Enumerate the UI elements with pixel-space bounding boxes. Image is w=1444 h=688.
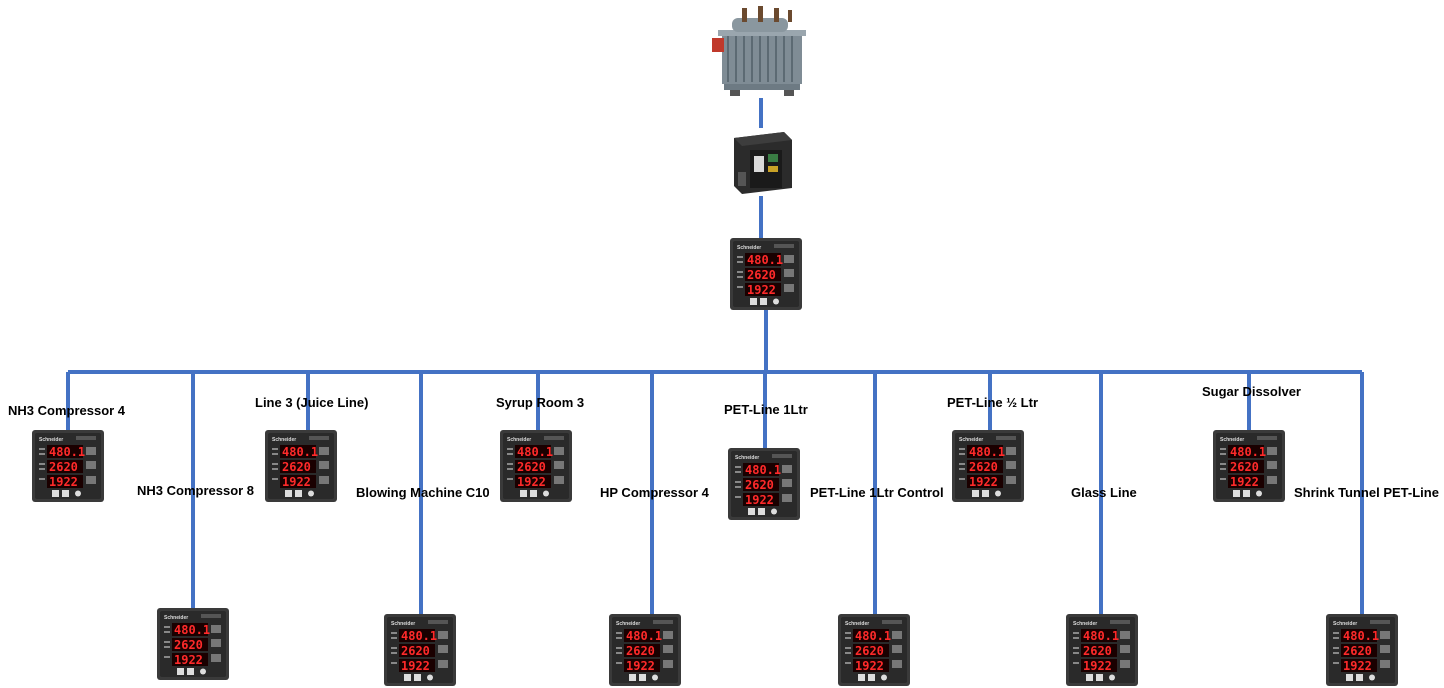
feeder-meter-glass-line: Schneider 480.1 2620 1922: [1066, 614, 1138, 686]
feeder-label-pet-line-1ltr-control: PET-Line 1Ltr Control: [810, 485, 944, 500]
svg-text:2620: 2620: [1083, 644, 1112, 658]
svg-text:480.1: 480.1: [401, 629, 437, 643]
svg-text:2620: 2620: [626, 644, 655, 658]
main-power-meter-icon: Schneider 480.1 2620 1922: [730, 238, 802, 310]
svg-text:2620: 2620: [855, 644, 884, 658]
svg-text:Schneider: Schneider: [959, 437, 983, 443]
feeder-label-hp-compressor-4: HP Compressor 4: [600, 485, 709, 500]
svg-text:1922: 1922: [747, 283, 776, 297]
svg-text:2620: 2620: [745, 478, 774, 492]
svg-text:480.1: 480.1: [517, 445, 553, 459]
feeder-meter-syrup-room-3: Schneider 480.1 2620 1922: [500, 430, 572, 502]
svg-text:1922: 1922: [517, 475, 546, 489]
svg-text:2620: 2620: [1343, 644, 1372, 658]
svg-text:480.1: 480.1: [969, 445, 1005, 459]
feeder-meter-blowing-machine-c10: Schneider 480.1 2620 1922: [384, 614, 456, 686]
feeder-meter-pet-line-1ltr-control: Schneider 480.1 2620 1922: [838, 614, 910, 686]
svg-text:1922: 1922: [401, 659, 430, 673]
svg-text:1922: 1922: [1083, 659, 1112, 673]
svg-text:1922: 1922: [855, 659, 884, 673]
feeder-label-shrink-tunnel-pet-line: Shrink Tunnel PET-Line: [1294, 485, 1439, 500]
svg-text:2620: 2620: [517, 460, 546, 474]
svg-text:2620: 2620: [401, 644, 430, 658]
circuit-breaker-icon: [728, 128, 796, 196]
svg-text:Schneider: Schneider: [272, 437, 296, 443]
svg-text:480.1: 480.1: [282, 445, 318, 459]
svg-text:2620: 2620: [969, 460, 998, 474]
svg-text:480.1: 480.1: [745, 463, 781, 477]
feeder-label-pet-line-half-ltr: PET-Line ½ Ltr: [947, 395, 1039, 410]
svg-text:Schneider: Schneider: [1333, 621, 1357, 627]
svg-text:Schneider: Schneider: [845, 621, 869, 627]
svg-text:480.1: 480.1: [1230, 445, 1266, 459]
svg-text:480.1: 480.1: [626, 629, 662, 643]
feeder-meter-hp-compressor-4: Schneider 480.1 2620 1922: [609, 614, 681, 686]
svg-text:1922: 1922: [282, 475, 311, 489]
svg-text:Schneider: Schneider: [39, 437, 63, 443]
svg-text:Schneider: Schneider: [1220, 437, 1244, 443]
svg-text:1922: 1922: [745, 493, 774, 507]
feeder-meter-sugar-dissolver: Schneider 480.1 2620 1922: [1213, 430, 1285, 502]
svg-text:1922: 1922: [969, 475, 998, 489]
feeder-meter-nh3-compressor-8: Schneider 480.1 2620 1922: [157, 608, 229, 680]
svg-text:Schneider: Schneider: [164, 615, 188, 621]
feeder-label-glass-line: Glass Line: [1071, 485, 1137, 500]
svg-text:1922: 1922: [1230, 475, 1259, 489]
feeder-meter-shrink-tunnel-pet-line: Schneider 480.1 2620 1922: [1326, 614, 1398, 686]
svg-text:480.1: 480.1: [49, 445, 85, 459]
svg-text:Schneider: Schneider: [737, 245, 761, 251]
svg-text:Schneider: Schneider: [735, 455, 759, 461]
svg-text:1922: 1922: [49, 475, 78, 489]
feeder-label-line-3-juice-line: Line 3 (Juice Line): [255, 395, 369, 410]
svg-text:Schneider: Schneider: [1073, 621, 1097, 627]
svg-text:2620: 2620: [49, 460, 78, 474]
svg-text:480.1: 480.1: [1343, 629, 1379, 643]
svg-text:2620: 2620: [282, 460, 311, 474]
svg-text:480.1: 480.1: [174, 623, 210, 637]
svg-text:480.1: 480.1: [747, 253, 783, 267]
feeder-label-sugar-dissolver: Sugar Dissolver: [1202, 384, 1301, 399]
feeder-label-nh3-compressor-8: NH3 Compressor 8: [137, 483, 255, 498]
transformer-icon: [708, 6, 814, 98]
svg-text:480.1: 480.1: [1083, 629, 1119, 643]
feeder-meter-pet-line-half-ltr: Schneider 480.1 2620 1922: [952, 430, 1024, 502]
feeder-label-nh3-compressor-4: NH3 Compressor 4: [8, 403, 126, 418]
svg-text:1922: 1922: [1343, 659, 1372, 673]
feeder-meter-line-3-juice-line: Schneider 480.1 2620 1922: [265, 430, 337, 502]
svg-text:2620: 2620: [747, 268, 776, 282]
svg-text:1922: 1922: [174, 653, 203, 667]
svg-text:Schneider: Schneider: [391, 621, 415, 627]
svg-text:2620: 2620: [174, 638, 203, 652]
svg-text:Schneider: Schneider: [507, 437, 531, 443]
svg-text:2620: 2620: [1230, 460, 1259, 474]
feeder-label-syrup-room-3: Syrup Room 3: [496, 395, 585, 410]
svg-text:480.1: 480.1: [855, 629, 891, 643]
feeder-label-blowing-machine-c10: Blowing Machine C10: [356, 485, 490, 500]
feeder-meter-nh3-compressor-4: Schneider 480.1 2620 1922: [32, 430, 104, 502]
feeder-meter-pet-line-1ltr: Schneider 480.1 2620 1922: [728, 448, 800, 520]
feeder-label-pet-line-1ltr: PET-Line 1Ltr: [724, 402, 808, 417]
svg-text:1922: 1922: [626, 659, 655, 673]
svg-text:Schneider: Schneider: [616, 621, 640, 627]
